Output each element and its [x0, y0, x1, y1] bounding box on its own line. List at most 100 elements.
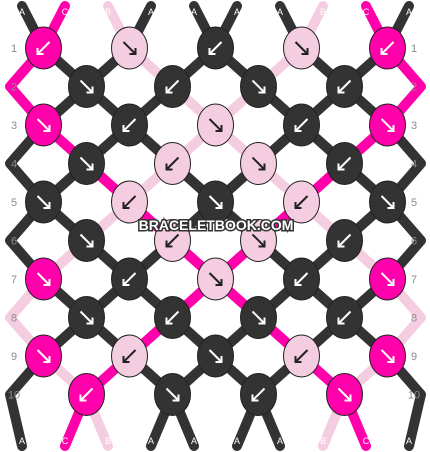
- strand-letter-bottom: B: [105, 436, 111, 446]
- knot: [25, 334, 62, 378]
- knot-arrow-icon: [380, 349, 395, 363]
- knot-arrow-icon: [122, 195, 137, 209]
- knot: [369, 180, 406, 224]
- knot-arrow-head: [165, 86, 173, 94]
- strand-letter-top: A: [191, 7, 197, 17]
- strand-letter-bottom: C: [363, 436, 370, 446]
- row-number-left: 1: [11, 43, 17, 55]
- strand-letter-bottom: A: [406, 436, 412, 446]
- strand-letter-bottom: A: [191, 436, 197, 446]
- knot-arrow-head: [387, 125, 395, 132]
- knot-arrow-head: [122, 202, 130, 209]
- knot: [111, 257, 148, 301]
- knot-arrow-head: [294, 202, 302, 209]
- row-number-right: 3: [411, 120, 417, 132]
- row-number-right: 7: [411, 274, 417, 286]
- knot: [197, 103, 234, 147]
- strand-letter-bottom: B: [320, 436, 326, 446]
- knot-arrow-icon: [36, 41, 51, 55]
- knot-arrow-head: [215, 202, 223, 209]
- knot: [283, 257, 320, 301]
- knot-arrow-head: [294, 279, 302, 286]
- knot-arrow-head: [86, 86, 94, 94]
- knot-arrow-icon: [208, 272, 223, 286]
- row-number-left: 8: [11, 313, 17, 325]
- knot-arrow-icon: [79, 156, 94, 171]
- knot-arrow-head: [387, 279, 395, 286]
- knot: [154, 142, 191, 185]
- knot: [240, 373, 277, 416]
- knot: [111, 334, 148, 378]
- knot: [111, 26, 148, 70]
- knot-arrow-head: [215, 279, 223, 286]
- knot-arrow-icon: [79, 310, 94, 325]
- row-number-right: 2: [411, 82, 417, 94]
- row-number-right: 5: [411, 197, 417, 209]
- knot-arrow-icon: [208, 41, 223, 55]
- row-number-right: 1: [411, 43, 417, 55]
- knot: [369, 103, 406, 147]
- knot: [369, 334, 406, 378]
- knot: [326, 296, 363, 339]
- knot-arrow-icon: [122, 118, 137, 132]
- strand-letter-bottom: A: [277, 436, 283, 446]
- knot: [25, 257, 62, 301]
- knot-arrow-icon: [165, 156, 180, 171]
- knot: [25, 26, 62, 70]
- row-number-left: 9: [11, 351, 17, 363]
- knot: [240, 219, 277, 262]
- knot-arrow-head: [387, 356, 395, 363]
- knot: [240, 142, 277, 185]
- strand-letter-top: A: [277, 7, 283, 17]
- knot: [240, 296, 277, 339]
- knot-arrow-icon: [294, 118, 309, 132]
- knot: [154, 219, 191, 262]
- knot-arrow-icon: [122, 349, 137, 363]
- knot-arrow-icon: [251, 233, 266, 248]
- knot: [369, 257, 406, 301]
- knot-arrow-head: [79, 394, 87, 402]
- knot: [154, 296, 191, 339]
- site-watermark: BRACELETBOOK.COM: [139, 217, 294, 233]
- knot: [197, 180, 234, 224]
- strand-letter-top: B: [320, 7, 326, 17]
- knot-arrow-icon: [251, 156, 266, 171]
- row-number-right: 4: [411, 159, 417, 171]
- strand-letter-top: A: [148, 7, 154, 17]
- knot-arrow-head: [122, 125, 130, 132]
- knot-grid: [25, 26, 406, 416]
- strand-letter-top: A: [406, 7, 412, 17]
- knot-arrow-icon: [251, 310, 266, 325]
- row-number-left: 2: [11, 82, 17, 94]
- knot: [154, 373, 191, 416]
- knot-arrow-head: [337, 86, 345, 94]
- knot-arrow-icon: [165, 310, 180, 325]
- row-number-right: 8: [411, 313, 417, 325]
- knot-arrow-icon: [294, 349, 309, 363]
- strand-letter-bottom: A: [234, 436, 240, 446]
- knot-arrow-icon: [208, 349, 223, 363]
- knot-arrow-head: [86, 163, 94, 171]
- knot-arrow-head: [294, 356, 302, 363]
- knot-arrow-icon: [79, 233, 94, 248]
- knot-arrow-head: [43, 125, 51, 132]
- knot-arrow-head: [215, 125, 223, 132]
- knot-arrow-icon: [165, 387, 180, 402]
- knot-arrow-head: [165, 317, 173, 325]
- strand-letter-top: A: [19, 7, 25, 17]
- knot-arrow-icon: [208, 195, 223, 209]
- strand-letter-top: C: [363, 7, 370, 17]
- strand-letter-top: A: [234, 7, 240, 17]
- knot-arrow-head: [344, 394, 352, 402]
- knot: [68, 296, 105, 339]
- knot-arrow-head: [337, 240, 345, 248]
- knot-arrow-icon: [294, 195, 309, 209]
- knot-arrow-head: [258, 240, 266, 248]
- knot: [154, 65, 191, 108]
- knot-arrow-head: [215, 356, 223, 363]
- knot-arrow-head: [122, 279, 130, 286]
- knot-arrow-head: [36, 48, 44, 55]
